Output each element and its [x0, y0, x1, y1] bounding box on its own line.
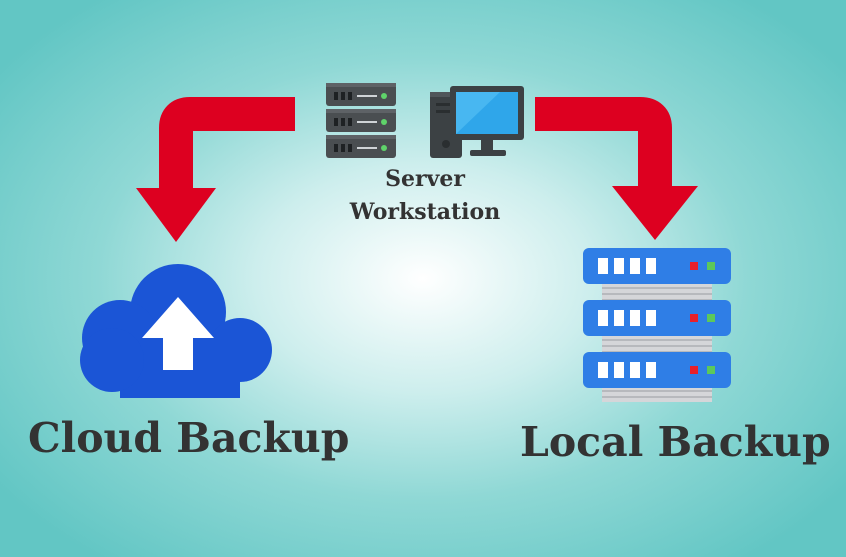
cloud-upload-icon — [80, 264, 272, 398]
source-label-workstation: Workstation — [349, 199, 501, 225]
cloud-backup-label: Cloud Backup — [28, 414, 350, 462]
storage-server-icon — [583, 248, 731, 402]
rack-server-icon — [326, 83, 396, 158]
desktop-computer-icon — [430, 86, 524, 158]
arrow-to-local — [535, 97, 698, 240]
local-backup-label: Local Backup — [520, 418, 831, 466]
arrow-to-cloud — [136, 97, 295, 242]
source-label-server: Server — [385, 166, 465, 192]
